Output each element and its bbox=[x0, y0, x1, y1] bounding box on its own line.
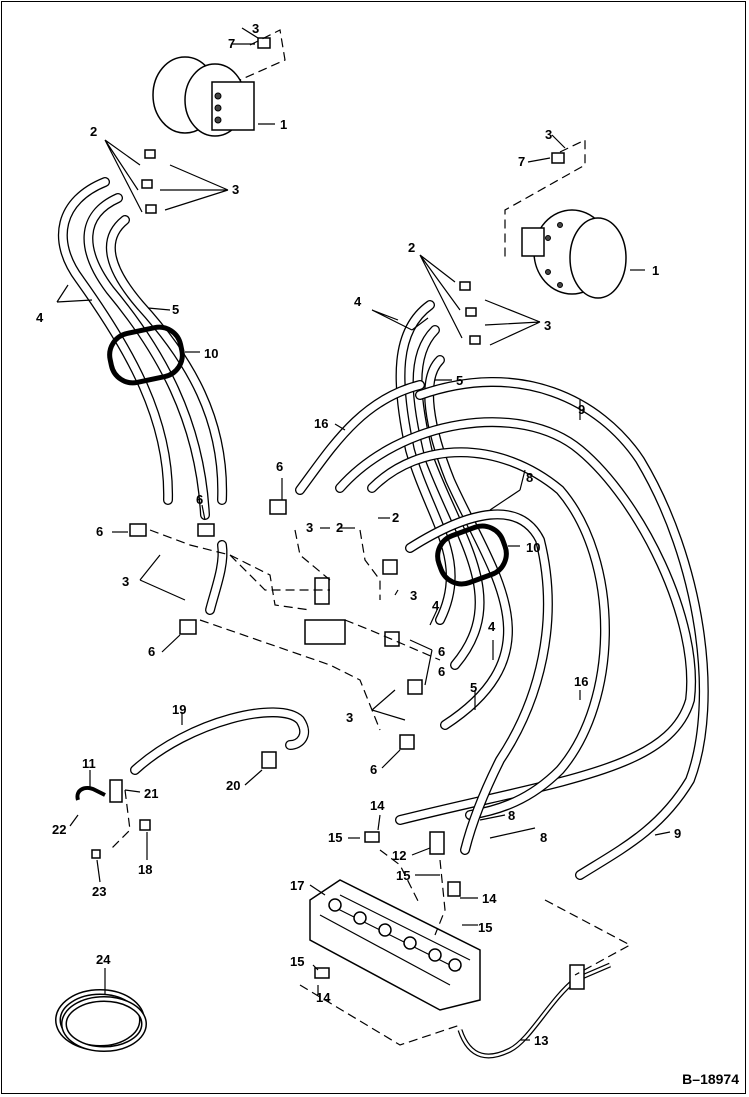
callout: 22 bbox=[52, 822, 66, 837]
callout: 4 bbox=[354, 294, 362, 309]
callout: 6 bbox=[196, 492, 203, 507]
callout: 2 bbox=[336, 520, 343, 535]
callout: 6 bbox=[148, 644, 155, 659]
callout: 5 bbox=[172, 302, 179, 317]
right-drive-motor bbox=[521, 209, 627, 299]
callout: 3 bbox=[545, 127, 552, 142]
callout: 4 bbox=[36, 310, 44, 325]
fittings bbox=[75, 37, 585, 990]
callout: 15 bbox=[396, 868, 410, 883]
callout: 8 bbox=[540, 830, 547, 845]
callout: 10 bbox=[204, 346, 218, 361]
callout: 5 bbox=[470, 680, 477, 695]
left-drive-motor bbox=[152, 56, 255, 137]
callout: 15 bbox=[290, 954, 304, 969]
leader-lines bbox=[56, 27, 671, 1041]
callout: 10 bbox=[526, 540, 540, 555]
callout: 14 bbox=[370, 798, 385, 813]
control-valve bbox=[309, 879, 481, 1011]
callout: 6 bbox=[96, 524, 103, 539]
drawing-number: B–18974 bbox=[682, 1071, 739, 1087]
callout: 18 bbox=[138, 862, 152, 877]
callout: 21 bbox=[144, 786, 158, 801]
callout: 4 bbox=[488, 619, 496, 634]
callout: 7 bbox=[228, 36, 235, 51]
callout: 16 bbox=[574, 674, 588, 689]
callout: 16 bbox=[314, 416, 328, 431]
callout: 14 bbox=[482, 891, 497, 906]
callout: 8 bbox=[526, 470, 533, 485]
callout: 1 bbox=[280, 117, 287, 132]
callout: 3 bbox=[306, 520, 313, 535]
callout: 12 bbox=[392, 848, 406, 863]
callout: 11 bbox=[82, 756, 96, 771]
callout: 20 bbox=[226, 778, 240, 793]
callout: 7 bbox=[518, 154, 525, 169]
assembly-lines bbox=[109, 29, 632, 1046]
callout: 2 bbox=[90, 124, 97, 139]
callout: 13 bbox=[534, 1033, 548, 1048]
callout: 23 bbox=[92, 884, 106, 899]
callout: 3 bbox=[252, 21, 259, 36]
callouts: 1 1 2 2 2 2 3 3 3 3 3 3 3 3 4 4 4 4 5 5 … bbox=[36, 21, 681, 1048]
callout: 3 bbox=[410, 588, 417, 603]
callout: 2 bbox=[408, 240, 415, 255]
callout: 9 bbox=[674, 826, 681, 841]
callout: 8 bbox=[508, 808, 515, 823]
hoses bbox=[55, 177, 709, 1052]
callout: 24 bbox=[96, 952, 111, 967]
callout: 6 bbox=[370, 762, 377, 777]
callout: 1 bbox=[652, 263, 659, 278]
callout: 6 bbox=[438, 644, 445, 659]
callout: 15 bbox=[478, 920, 492, 935]
callout: 9 bbox=[578, 402, 585, 417]
callout: 4 bbox=[432, 598, 440, 613]
callout: 3 bbox=[544, 318, 551, 333]
callout: 6 bbox=[438, 664, 445, 679]
callout: 3 bbox=[122, 574, 129, 589]
callout: 17 bbox=[290, 878, 304, 893]
callout: 6 bbox=[276, 459, 283, 474]
hose-clamps bbox=[107, 324, 509, 587]
callout: 5 bbox=[456, 373, 463, 388]
callout: 3 bbox=[232, 182, 239, 197]
callout: 15 bbox=[328, 830, 342, 845]
callout: 3 bbox=[346, 710, 353, 725]
callout: 2 bbox=[392, 510, 399, 525]
callout: 19 bbox=[172, 702, 186, 717]
callout: 14 bbox=[316, 990, 331, 1005]
